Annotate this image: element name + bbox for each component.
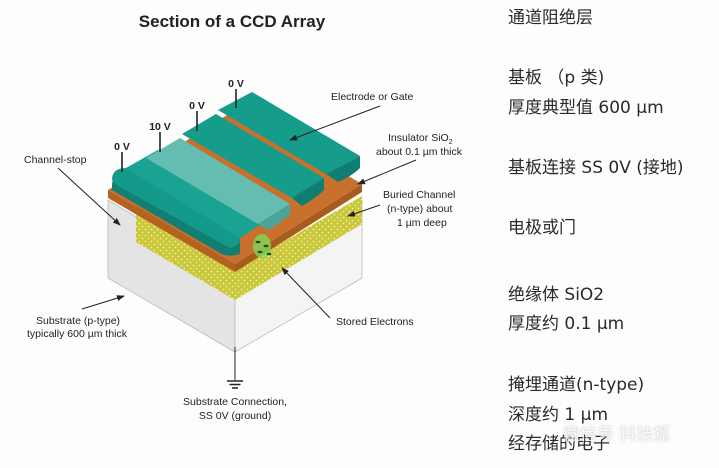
voltage-label-3: 0 V: [189, 100, 205, 112]
leader-lines: [57, 105, 417, 380]
label-channel-stop: Channel-stop: [24, 154, 87, 166]
note-buried-depth: 深度约 1 µm: [508, 405, 608, 425]
note-substrate-thickness: 厚度典型值 600 µm: [508, 98, 664, 118]
electrode-3: [182, 114, 324, 206]
voltage-leads: [121, 89, 237, 172]
note-substrate-type: 基板 （p 类): [508, 68, 605, 88]
label-electrode: Electrode or Gate: [331, 91, 413, 103]
note-substrate-connection: 基板连接 SS 0V (接地): [508, 158, 684, 178]
label-connection-2: SS 0V (ground): [199, 410, 271, 422]
note-buried-channel: 掩埋通道(n-type): [508, 375, 645, 395]
label-substrate-1: Substrate (p-type): [36, 315, 120, 327]
voltage-label-4: 0 V: [228, 78, 244, 90]
label-substrate-2: typically 600 µm thick: [27, 328, 128, 340]
chinese-annotations: 通道阻绝层 基板 （p 类) 厚度典型值 600 µm 基板连接 SS 0V (…: [508, 0, 719, 468]
label-connection-1: Substrate Connection,: [183, 396, 287, 408]
note-channel-stop: 通道阻绝层: [508, 8, 593, 28]
ground-icon: [227, 380, 243, 389]
note-electrode: 电极或门: [508, 218, 576, 238]
note-insulator-thickness: 厚度约 0.1 µm: [508, 314, 625, 334]
label-buried-2: (n-type) about: [387, 203, 452, 215]
label-stored-electrons: Stored Electrons: [336, 316, 414, 328]
buried-channel: [136, 196, 362, 300]
electrode-4: [218, 92, 360, 182]
voltage-label-1: 0 V: [114, 141, 130, 153]
ccd-array-diagram: Section of a CCD Array: [24, 12, 463, 422]
watermark: 微信号 科技狐: [563, 425, 671, 445]
note-insulator: 绝缘体 SiO2: [508, 285, 605, 305]
stored-electrons: [253, 234, 272, 258]
label-insulator-1: Insulator SiO2: [388, 132, 453, 146]
voltage-label-2: 10 V: [149, 121, 171, 133]
label-buried-3: 1 µm deep: [397, 217, 447, 229]
diagram-title: Section of a CCD Array: [139, 12, 326, 31]
note-stored-electrons: 经存储的电子: [508, 434, 610, 454]
electrodes: [112, 92, 360, 256]
electrode-2-active: [146, 138, 290, 230]
electrode-1: [112, 150, 270, 256]
label-buried-1: Buried Channel: [383, 189, 455, 201]
label-insulator-2: about 0.1 µm thick: [376, 146, 463, 158]
